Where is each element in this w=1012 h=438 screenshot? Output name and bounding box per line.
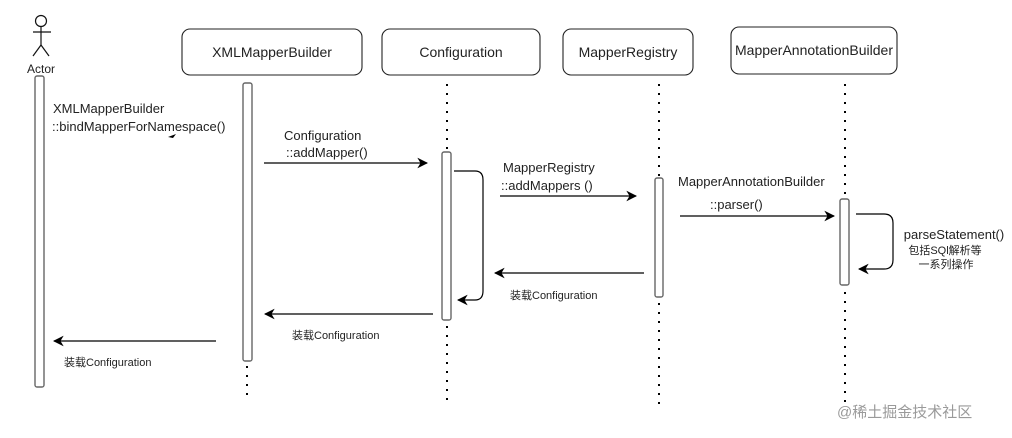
message-label: 包括SQl解析等 bbox=[908, 243, 981, 257]
participant-mapperannotationbuilder: MapperAnnotationBuilder bbox=[730, 26, 898, 75]
message-label: ::parser() bbox=[710, 197, 763, 212]
message-label: MapperRegistry bbox=[503, 160, 595, 175]
participant-xmlmapperbuilder: XMLMapperBuilder bbox=[181, 28, 363, 76]
message-label: ::bindMapperForNamespace() bbox=[52, 119, 225, 134]
activation-actor bbox=[34, 75, 45, 388]
actor-icon bbox=[32, 14, 51, 57]
participant-mapperregistry: MapperRegistry bbox=[562, 28, 694, 76]
activation-mapperregistry bbox=[654, 177, 664, 298]
self-call-configuration bbox=[454, 170, 484, 306]
self-call-parsestatement bbox=[856, 213, 894, 275]
participant-label: Configuration bbox=[419, 44, 502, 60]
activation-mapperannotationbuilder bbox=[839, 198, 850, 286]
message-label: Configuration bbox=[284, 128, 361, 143]
message-label: ::addMappers () bbox=[501, 178, 593, 193]
message-label: 一系列操作 bbox=[919, 257, 974, 271]
message-label: ::addMapper() bbox=[286, 145, 368, 160]
watermark: @稀土掘金技术社区 bbox=[837, 404, 972, 421]
message-label: parseStatement() bbox=[904, 227, 1004, 242]
activation-configuration bbox=[441, 151, 452, 321]
participant-label: MapperRegistry bbox=[579, 44, 678, 60]
message-label: XMLMapperBuilder bbox=[53, 101, 165, 116]
message-label: 装载Configuration bbox=[510, 289, 597, 302]
message-label: 装载Configuration bbox=[64, 356, 151, 369]
message-label: 装载Configuration bbox=[292, 329, 379, 342]
participant-label: XMLMapperBuilder bbox=[212, 44, 332, 60]
participant-label: MapperAnnotationBuilder bbox=[735, 42, 893, 58]
message-label: MapperAnnotationBuilder bbox=[678, 174, 825, 189]
stray-arrowhead-icon bbox=[168, 134, 176, 138]
participant-configuration: Configuration bbox=[381, 28, 541, 76]
actor-label: Actor bbox=[27, 62, 55, 76]
activation-xmlmapperbuilder bbox=[242, 82, 253, 362]
